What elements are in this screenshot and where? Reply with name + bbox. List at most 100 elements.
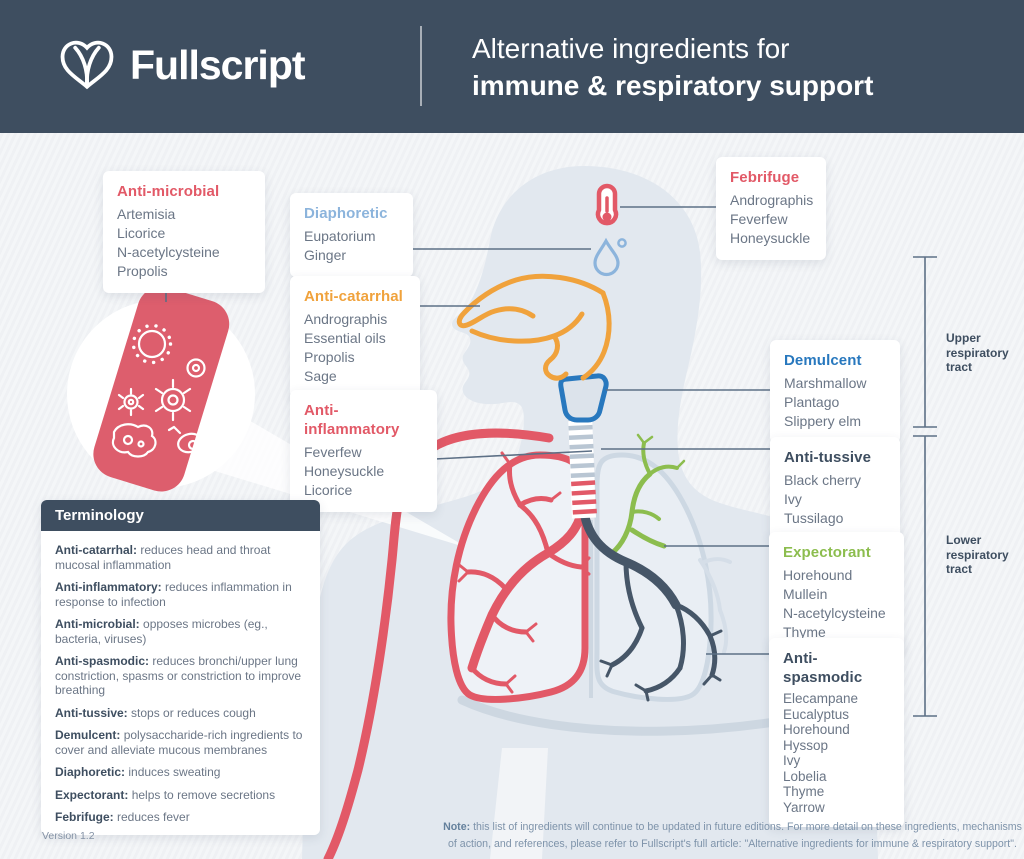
category-title: Febrifuge [730, 169, 800, 186]
terminology-entry: Anti-catarrhal: reduces head and throat … [55, 543, 306, 572]
lower-tract-label: Lower respiratory tract [946, 533, 1009, 576]
category-title: Anti-tussive [784, 449, 872, 466]
term-name: Anti-tussive: [55, 705, 128, 720]
ingredient: Horehound [783, 567, 853, 583]
ingredient: Slippery elm [784, 413, 862, 429]
ingredient: Hyssop [783, 737, 829, 753]
title-line-2: immune & respiratory support [472, 70, 874, 101]
term-definition: opposes microbes (eg., bacteria, viruses… [55, 617, 268, 646]
ingredient: Eucalyptus [783, 706, 850, 722]
microbe-icon [160, 387, 186, 413]
footnote: Note: this list of ingredients will cont… [440, 819, 1024, 853]
ingredient: N-acetylcysteine [117, 244, 220, 260]
ingredient: Plantago [784, 394, 840, 410]
term-definition: reduces inflammation in response to infe… [55, 580, 292, 609]
term-name: Anti-microbial: [55, 617, 140, 631]
brand-name: Fullscript [130, 41, 306, 88]
footnote-label: Note: [443, 821, 471, 833]
category-title: Anti-catarrhal [304, 288, 403, 305]
terminology-entry: Anti-tussive: stops or reduces cough [55, 706, 306, 721]
term-definition: stops or reduces cough [131, 705, 256, 720]
terminology-entry: Anti-inflammatory: reduces inflammation … [55, 580, 306, 609]
term-definition: reduces bronchi/upper lung constriction,… [55, 654, 302, 697]
terminology-entry: Febrifuge: reduces fever [55, 810, 306, 825]
amoeba-icon [111, 423, 157, 458]
microbe-small-icon [123, 394, 139, 410]
ingredient: Feverfew [304, 444, 362, 460]
ingredient: Tussilago [784, 510, 844, 526]
green-bronchi [609, 433, 686, 556]
airway-swoosh [323, 428, 554, 859]
terminology-entry: Diaphoretic: induces sweating [55, 765, 306, 780]
ingredient: Honeysuckle [304, 463, 385, 479]
version-label: Version 1.2 [42, 830, 95, 842]
ingredient: Lobelia [783, 768, 827, 784]
ingredient: Yarrow [783, 799, 825, 815]
term-name: Diaphoretic: [55, 765, 126, 779]
larynx [558, 373, 609, 423]
ingredient: Thyme [783, 784, 825, 799]
fullscript-logo: Fullscript [58, 36, 306, 94]
term-definition: reduces fever [117, 810, 190, 824]
ingredient: Essential oils [304, 330, 386, 346]
term-name: Febrifuge: [55, 810, 114, 824]
category-box-anti-tussive: Anti-tussive Black cherry Ivy Tussilago [770, 437, 900, 540]
ingredient: Ivy [783, 753, 801, 768]
term-definition: helps to remove secretions [131, 787, 276, 802]
category-box-expectorant: Expectorant Horehound Mullein N-acetylcy… [769, 532, 904, 654]
category-title: Anti-spasmodic [783, 650, 863, 686]
ingredient: Sage [304, 368, 337, 384]
thermometer-icon [595, 183, 619, 226]
tract-brackets [913, 256, 937, 717]
ingredient: Ivy [784, 491, 802, 507]
ingredient: Ginger [304, 247, 347, 263]
lower-tract-bracket [913, 435, 937, 717]
title-line-1: Alternative ingredients for [472, 33, 790, 64]
category-box-anti-inflammatory: Anti-inflammatory Feverfew Honeysuckle L… [290, 390, 437, 512]
virus-icon [137, 329, 167, 359]
terminology-entry: Anti-spasmodic: reduces bronchi/upper lu… [55, 654, 306, 698]
category-title: Demulcent [784, 352, 862, 369]
term-definition: polysaccharide-rich ingredients to cover… [55, 728, 303, 757]
footnote-text: this list of ingredients will continue t… [448, 821, 1022, 850]
navy-bronchi [579, 507, 723, 702]
terminology-entry: Anti-microbial: opposes microbes (eg., b… [55, 617, 306, 646]
category-title: Anti-microbial [117, 183, 220, 200]
ingredient: Propolis [117, 263, 168, 279]
ingredient: N-acetylcysteine [783, 605, 886, 621]
ingredient: Honeysuckle [730, 230, 811, 246]
category-box-anti-microbial: Anti-microbial Artemisia Licorice N-acet… [103, 171, 265, 293]
category-title: Expectorant [783, 544, 871, 561]
terminology-entry: Expectorant: helps to remove secretions [55, 788, 306, 803]
category-box-anti-spasmodic: Anti-spasmodic Elecampane Eucalyptus Hor… [769, 638, 904, 827]
terminology-title: Terminology [41, 500, 320, 531]
upper-tract-bracket [913, 256, 937, 428]
ingredient: Eupatorium [304, 228, 376, 244]
page-title: Alternative ingredients for immune & res… [472, 30, 873, 104]
ingredient: Licorice [304, 482, 353, 498]
ingredient: Feverfew [730, 211, 788, 227]
ingredient: Horehound [783, 722, 850, 737]
ingredient: Artemisia [117, 206, 176, 222]
term-name: Anti-catarrhal: [55, 543, 138, 557]
terminology-panel: Terminology Anti-catarrhal: reduces head… [41, 500, 320, 835]
category-box-febrifuge: Febrifuge Andrographis Feverfew Honeysuc… [716, 157, 826, 260]
ingredient: Marshmallow [784, 375, 867, 391]
term-name: Demulcent: [55, 728, 121, 742]
category-box-demulcent: Demulcent Marshmallow Plantago Slippery … [770, 340, 900, 443]
ingredient: Andrographis [730, 192, 814, 208]
term-name: Anti-spasmodic: [55, 654, 150, 668]
category-box-anti-catarrhal: Anti-catarrhal Andrographis Essential oi… [290, 276, 420, 398]
category-title: Anti-inflammatory [304, 402, 400, 438]
term-definition: reduces head and throat mucosal inflamma… [55, 543, 271, 572]
ingredient: Thyme [783, 624, 826, 640]
terminology-body: Anti-catarrhal: reduces head and throat … [41, 531, 320, 835]
droplet-icon [593, 237, 627, 277]
ingredient: Elecampane [783, 691, 859, 706]
category-box-diaphoretic: Diaphoretic Eupatorium Ginger [290, 193, 413, 277]
term-name: Expectorant: [55, 787, 129, 802]
microbe-magnifier [67, 286, 255, 492]
leader-lines [165, 206, 770, 655]
